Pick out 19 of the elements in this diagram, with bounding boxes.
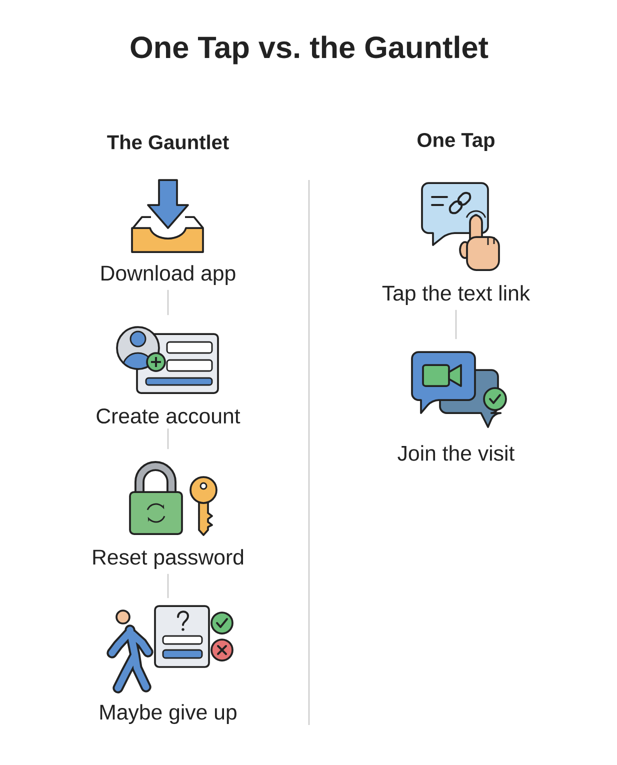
step-label: Create account <box>96 408 240 424</box>
column-heading: One Tap <box>418 132 494 152</box>
title: One Tap vs. the Gauntlet <box>130 36 488 64</box>
account-form-icon <box>116 326 219 394</box>
video-chat-icon <box>411 351 507 428</box>
step-label: Maybe give up <box>100 704 236 724</box>
step-label: Tap the text link <box>382 285 530 305</box>
column-heading: The Gauntlet <box>107 134 229 150</box>
connector-line <box>167 428 169 450</box>
step-label: Reset password <box>93 549 244 569</box>
connector-line <box>167 290 169 316</box>
walking-person-icon <box>106 605 234 694</box>
connector-line <box>455 310 457 340</box>
step-label: Join the visit <box>398 445 514 461</box>
connector-line <box>167 574 169 598</box>
link-message-icon <box>421 182 500 271</box>
download-icon <box>131 179 204 253</box>
step-label: Download app <box>102 265 236 285</box>
lock-key-icon <box>129 461 218 536</box>
